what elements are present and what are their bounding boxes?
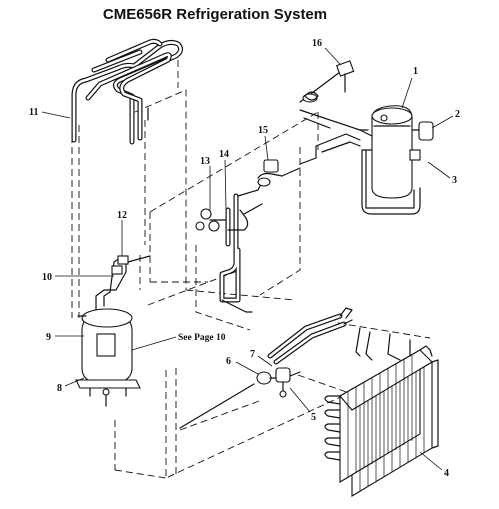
callout-11: 11 xyxy=(29,107,38,118)
callout-9: 9 xyxy=(46,332,51,343)
compressor xyxy=(75,255,151,407)
callout-5: 5 xyxy=(311,412,316,423)
callout-7: 7 xyxy=(250,349,255,360)
diagram-title: CME656R Refrigeration System xyxy=(103,6,327,23)
valve-manifold xyxy=(195,185,263,313)
condenser-loop-tubing xyxy=(71,38,184,145)
leader-lines xyxy=(41,47,454,471)
condenser-coil xyxy=(324,327,439,497)
solenoid-valve xyxy=(257,159,301,187)
callout-2: 2 xyxy=(455,109,460,120)
expansion-valve-assembly xyxy=(299,60,369,131)
callout-3: 3 xyxy=(452,175,457,186)
callout-15: 15 xyxy=(258,125,268,136)
callout-10: 10 xyxy=(42,272,52,283)
callout-16: 16 xyxy=(312,38,322,49)
callout-8: 8 xyxy=(57,383,62,394)
callout-12: 12 xyxy=(117,210,127,221)
dashed-interconnect-lines xyxy=(71,60,431,479)
callout-4: 4 xyxy=(444,468,449,479)
callout-labels: 1 2 3 4 5 6 7 8 9 10 12 11 13 14 15 16 S… xyxy=(29,38,460,479)
receiver-tank xyxy=(299,105,434,215)
callout-1: 1 xyxy=(413,66,418,77)
filter-drier-assembly xyxy=(179,307,353,429)
see-page-note: See Page 10 xyxy=(178,333,226,343)
callout-13: 13 xyxy=(200,156,210,167)
callout-14: 14 xyxy=(219,149,229,160)
callout-6: 6 xyxy=(226,356,231,367)
